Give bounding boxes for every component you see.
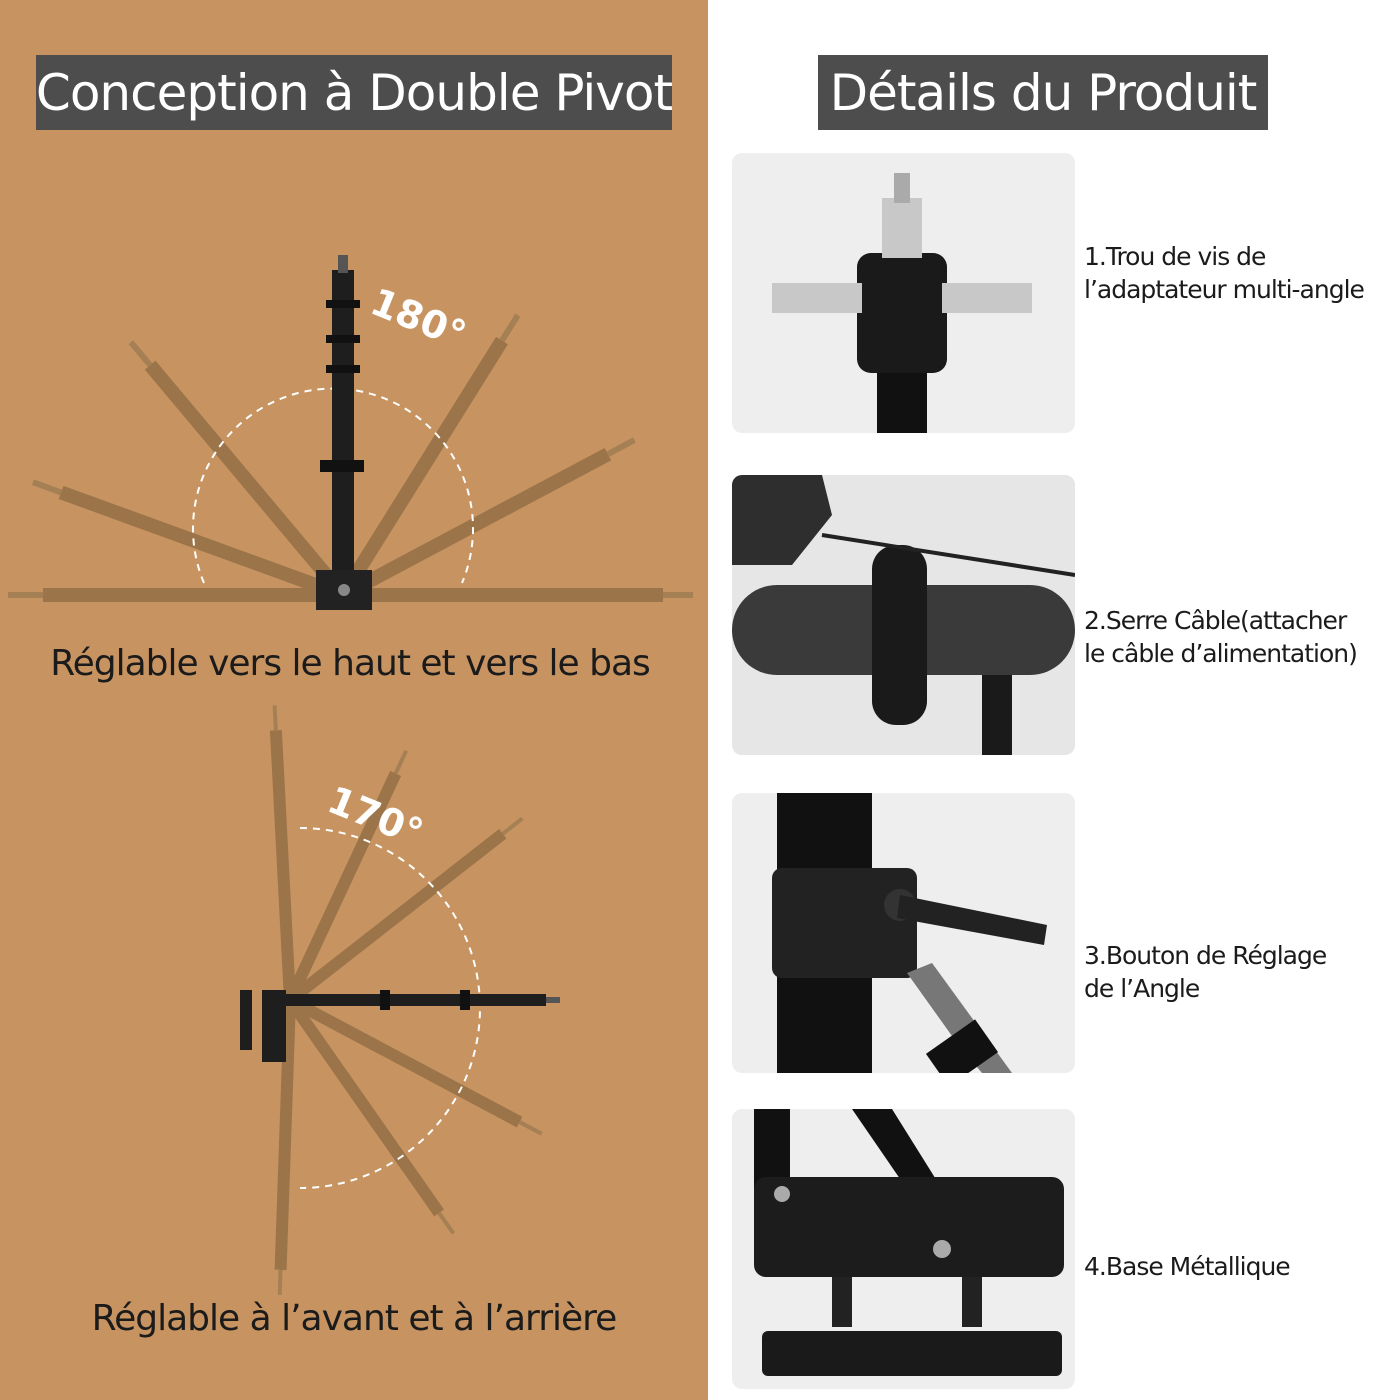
detail-photo-metal-base bbox=[732, 1109, 1075, 1389]
angle-label-170: 170° bbox=[322, 778, 430, 856]
detail-text-cable-clamp-line1: 2.Serre Câble(attacher bbox=[1084, 606, 1347, 635]
left-panel bbox=[0, 0, 708, 1400]
main-arm-bottom bbox=[240, 990, 560, 1062]
detail-text-cable-clamp: 2.Serre Câble(attacher le câble d’alimen… bbox=[1084, 604, 1358, 670]
detail-text-cable-clamp-line2: le câble d’alimentation) bbox=[1084, 639, 1358, 668]
main-arm-top bbox=[316, 255, 372, 610]
horizontal-adjust-caption: Réglable à l’avant et à l’arrière bbox=[91, 1298, 618, 1339]
vertical-adjust-caption: Réglable vers le haut et vers le bas bbox=[50, 643, 651, 684]
detail-photo-angle-knob bbox=[732, 793, 1075, 1073]
detail-text-adapter-line1: 1.Trou de vis de bbox=[1084, 242, 1266, 271]
vertical-pivot-diagram: 180° bbox=[8, 255, 693, 610]
detail-photo-cable-clamp bbox=[732, 475, 1075, 755]
product-details-title: Détails du Produit bbox=[818, 55, 1268, 130]
ghost-arms-top bbox=[8, 313, 693, 602]
detail-text-metal-base-line1: 4.Base Métallique bbox=[1084, 1252, 1291, 1281]
detail-text-adapter-line2: l’adaptateur multi-angle bbox=[1084, 275, 1365, 304]
detail-photo-adapter bbox=[732, 153, 1075, 433]
angle-label-180: 180° bbox=[365, 280, 473, 358]
detail-text-angle-knob-line2: de l’Angle bbox=[1084, 974, 1200, 1003]
horizontal-pivot-diagram: 170° bbox=[240, 705, 560, 1295]
detail-text-angle-knob: 3.Bouton de Réglage de l’Angle bbox=[1084, 939, 1327, 1005]
detail-text-angle-knob-line1: 3.Bouton de Réglage bbox=[1084, 941, 1327, 970]
detail-text-metal-base: 4.Base Métallique bbox=[1084, 1250, 1291, 1283]
ghost-arms-bottom bbox=[269, 705, 543, 1295]
double-pivot-title: Conception à Double Pivot bbox=[36, 55, 673, 130]
detail-text-adapter: 1.Trou de vis de l’adaptateur multi-angl… bbox=[1084, 240, 1365, 306]
